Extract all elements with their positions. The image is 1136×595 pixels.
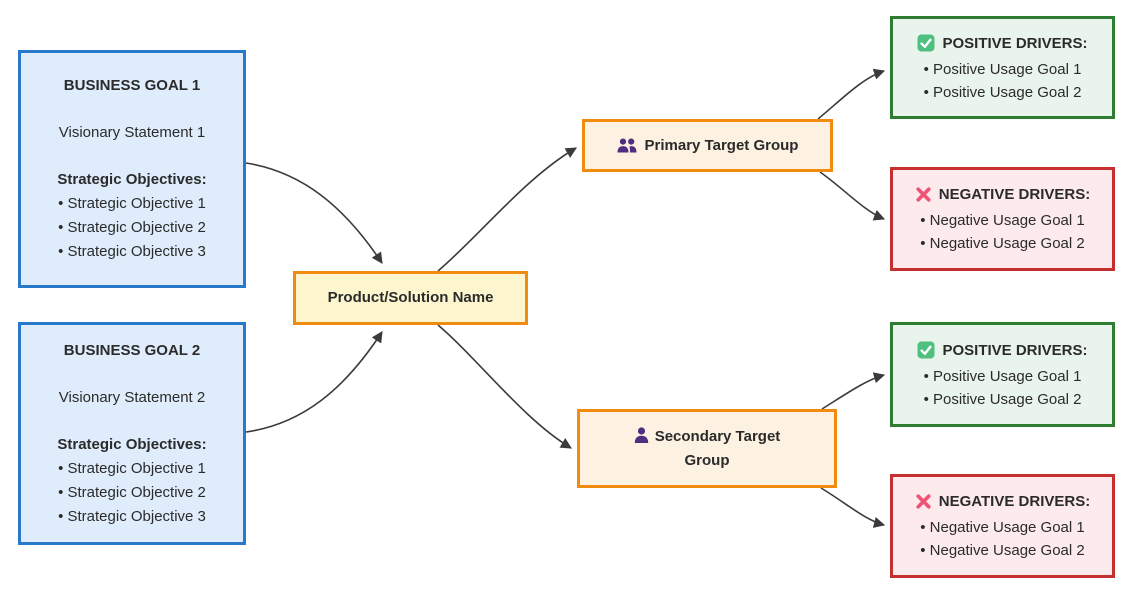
positive-drivers-2-node: POSITIVE DRIVERS: Positive Usage Goal 1 … <box>890 322 1115 427</box>
edge-secondary-negative <box>820 487 886 528</box>
target-group-label: Primary Target Group <box>644 136 799 154</box>
business-goal-2-node: BUSINESS GOAL 2 Visionary Statement 2 St… <box>18 322 246 545</box>
visionary-statement: Visionary Statement 1 <box>58 124 206 141</box>
negative-drivers-2-node: NEGATIVE DRIVERS: Negative Usage Goal 1 … <box>890 474 1115 578</box>
positive-drivers-1-node: POSITIVE DRIVERS: Positive Usage Goal 1 … <box>890 16 1115 119</box>
list-item: Negative Usage Goal 1 <box>920 516 1085 539</box>
check-icon <box>917 34 935 52</box>
target-group-label: Secondary Target Group <box>654 427 781 469</box>
drivers-list: Positive Usage Goal 1 Positive Usage Goa… <box>924 58 1081 104</box>
drivers-title: POSITIVE DRIVERS: <box>942 341 1088 359</box>
check-icon <box>917 341 935 359</box>
negative-drivers-1-node: NEGATIVE DRIVERS: Negative Usage Goal 1 … <box>890 167 1115 271</box>
list-item: Strategic Objective 1 <box>58 457 206 481</box>
business-goal-title: BUSINESS GOAL 1 <box>63 77 201 94</box>
edge-secondary-positive <box>821 372 886 410</box>
x-icon <box>915 186 932 203</box>
edge-goal1-product <box>245 162 383 264</box>
edge-goal2-product <box>245 331 383 433</box>
list-item: Negative Usage Goal 2 <box>920 232 1085 255</box>
product-solution-node: Product/Solution Name <box>293 271 528 325</box>
drivers-list: Negative Usage Goal 1 Negative Usage Goa… <box>920 516 1085 562</box>
edge-primary-positive <box>817 68 886 120</box>
drivers-title: NEGATIVE DRIVERS: <box>938 186 1091 203</box>
strategic-objectives-heading: Strategic Objectives: <box>57 171 207 188</box>
drivers-list: Negative Usage Goal 1 Negative Usage Goa… <box>920 209 1085 255</box>
edge-product-secondary <box>437 324 572 449</box>
users-icon <box>617 138 637 153</box>
drivers-title: NEGATIVE DRIVERS: <box>938 493 1091 510</box>
list-item: Strategic Objective 3 <box>58 505 206 529</box>
list-item: Positive Usage Goal 1 <box>924 58 1081 81</box>
x-icon <box>915 493 932 510</box>
strategic-objectives-heading: Strategic Objectives: <box>57 435 207 453</box>
visionary-statement: Visionary Statement 2 <box>58 388 206 406</box>
primary-target-group-node: Primary Target Group <box>582 119 833 172</box>
list-item: Positive Usage Goal 1 <box>924 365 1081 388</box>
list-item: Strategic Objective 2 <box>58 481 206 505</box>
strategic-objectives-list: Strategic Objective 1 Strategic Objectiv… <box>58 457 206 529</box>
list-item: Strategic Objective 2 <box>58 216 206 240</box>
drivers-list: Positive Usage Goal 1 Positive Usage Goa… <box>924 365 1081 411</box>
business-goal-1-node: BUSINESS GOAL 1 Visionary Statement 1 St… <box>18 50 246 288</box>
list-item: Negative Usage Goal 1 <box>920 209 1085 232</box>
list-item: Strategic Objective 3 <box>58 240 206 264</box>
edge-primary-negative <box>819 171 886 221</box>
list-item: Positive Usage Goal 2 <box>924 81 1081 104</box>
user-icon <box>634 426 648 443</box>
business-goal-title: BUSINESS GOAL 2 <box>63 341 201 359</box>
drivers-title: POSITIVE DRIVERS: <box>942 34 1088 52</box>
product-solution-label: Product/Solution Name <box>327 289 494 306</box>
list-item: Negative Usage Goal 2 <box>920 539 1085 562</box>
list-item: Positive Usage Goal 2 <box>924 388 1081 411</box>
secondary-target-group-node: Secondary Target Group <box>577 409 837 488</box>
list-item: Strategic Objective 1 <box>58 192 206 216</box>
strategic-objectives-list: Strategic Objective 1 Strategic Objectiv… <box>58 192 206 264</box>
edge-product-primary <box>437 147 577 272</box>
